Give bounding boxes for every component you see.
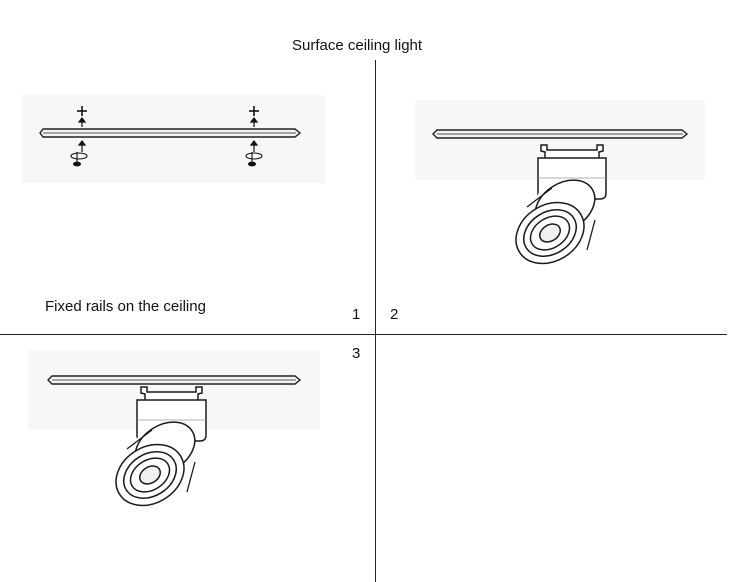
step3-number: 3 xyxy=(352,345,361,362)
step2-number: 2 xyxy=(390,306,399,323)
rotate-icon xyxy=(70,152,88,167)
step1-caption: Fixed rails on the ceiling xyxy=(45,298,206,315)
track-light-icon xyxy=(115,386,207,507)
rotate-icon xyxy=(245,152,263,167)
arrow-up-icon xyxy=(249,117,259,152)
track-light-icon xyxy=(515,144,607,265)
rail xyxy=(39,128,302,138)
diagram-title: Surface ceiling light xyxy=(292,37,423,54)
screw-icon xyxy=(77,106,87,116)
arrow-up-icon xyxy=(77,117,87,152)
step1-panel-bg xyxy=(22,95,325,183)
step1-number: 1 xyxy=(352,306,361,323)
rail xyxy=(47,375,302,385)
vertical-divider xyxy=(375,60,376,582)
rail xyxy=(432,129,689,139)
horizontal-divider xyxy=(0,334,727,335)
screw-icon xyxy=(249,106,259,116)
